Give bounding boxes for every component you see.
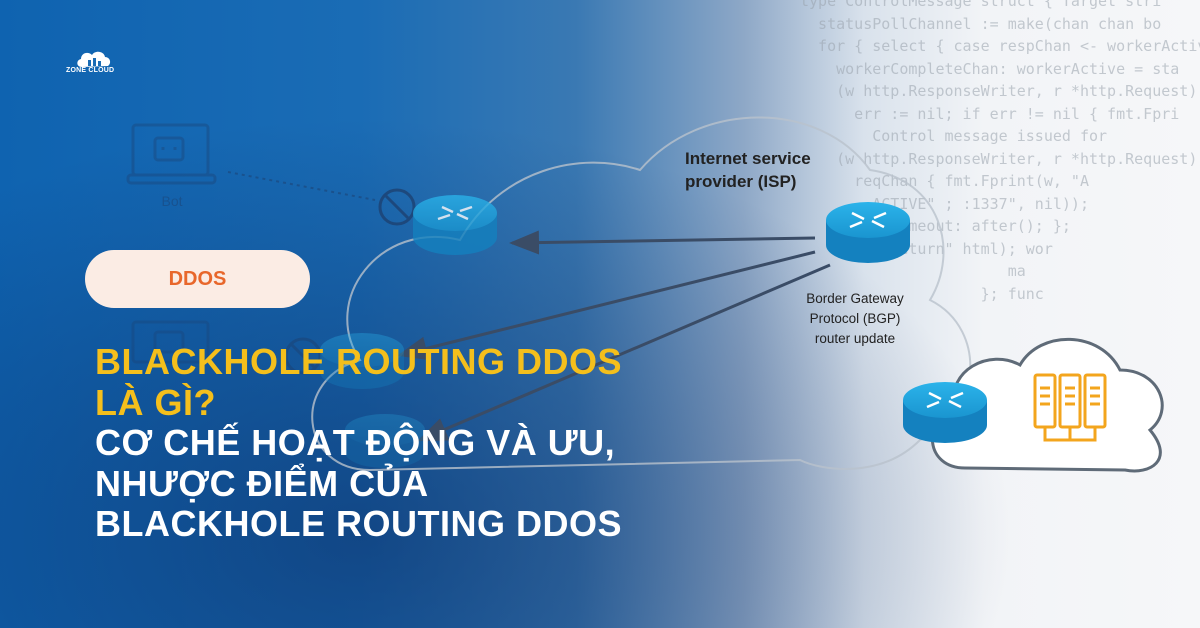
bgp-update-arrow [417,263,831,442]
edge-router-icon [413,195,497,255]
bgp-label: router update [815,331,895,346]
bot-icon [131,320,210,364]
headline-line: LÀ GÌ? [95,381,216,423]
code-background: type ControlMessage struct { Target stri… [800,0,1200,330]
headline-line: BLACKHOLE ROUTING DDOS [95,503,622,544]
bgp-update-arrow [509,230,816,255]
code-line: ma [800,262,1026,280]
block-icon [378,188,416,226]
isp-label: provider (ISP) [685,172,796,191]
bot-icon [126,123,217,185]
code-line: (w http.ResponseWriter, r *http.Request)… [800,149,1200,168]
code-line: reqChan { fmt.Fprint(w, "A [800,172,1089,190]
headline-line: BLACKHOLE ROUTING DDOS [95,341,622,382]
headline-line: NHƯỢC ĐIỂM CỦA [95,462,429,504]
server-rack-icon [1033,373,1107,442]
headline: BLACKHOLE ROUTING DDOS LÀ GÌ? CƠ CHẾ HOẠ… [95,341,795,545]
code-line: (w http.ResponseWriter, r *http.Request)… [800,82,1200,100]
edge-router-icon [345,414,425,468]
code-line: type ControlMessage struct { Target stri [800,0,1162,10]
code-line: err := nil; if err != nil { fmt.Fpri [800,104,1180,123]
edge-router-icon [320,333,404,389]
datacenter-router-icon [903,382,987,443]
code-line: }; func [800,284,1044,303]
headline-line: CƠ CHẾ HOẠT ĐỘNG VÀ ƯU, [95,422,616,463]
code-line: for { select { case respChan <- workerAc… [800,37,1200,55]
zone-cloud-logo [77,51,111,67]
bgp-update-arrow [397,250,816,361]
block-icon [284,337,322,375]
bgp-label: Protocol (BGP) [810,311,901,326]
category-tag: DDOS [85,250,310,308]
bot-traffic-line [227,171,376,201]
isp-label: Internet service [685,149,811,168]
isp-router-icon [826,202,910,263]
bot-label: Bot [161,193,182,209]
code-line: statusPollChannel := make(chan chan bo [800,14,1162,33]
bgp-label: Border Gateway [806,291,904,306]
code-line: workerCompleteChan: workerActive = sta [800,59,1180,78]
brand-name: ZONE CLOUD [66,67,115,74]
code-line: Control message issued for [800,127,1108,145]
